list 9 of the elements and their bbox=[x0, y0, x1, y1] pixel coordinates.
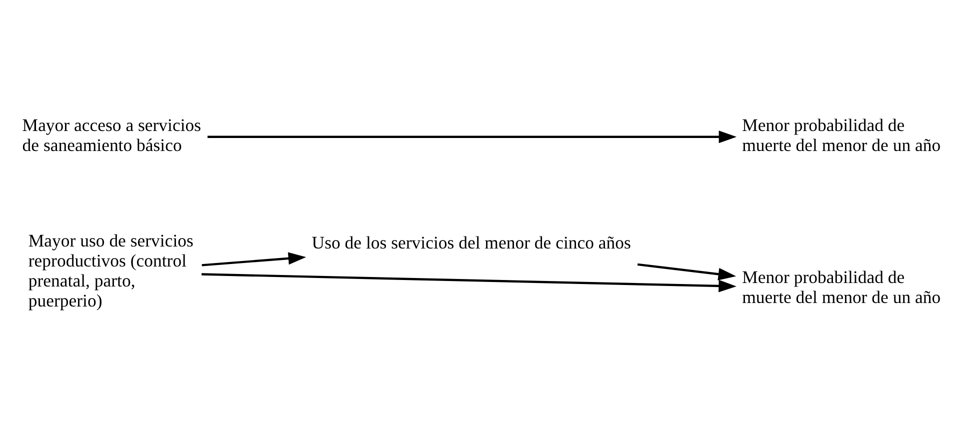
node-text: Uso de los servicios del menor de cinco años bbox=[311, 232, 630, 252]
arrow bbox=[201, 272, 736, 292]
node-text: Mayor uso de servicios reproductivos (control prenatal, parto, puerperio) bbox=[28, 230, 193, 310]
arrow bbox=[636, 262, 736, 280]
node-text: Menor probabilidad de muerte del menor de un año bbox=[742, 266, 940, 307]
arrow bbox=[201, 252, 306, 266]
arrow bbox=[207, 130, 736, 143]
node-text: Menor probabilidad de muerte del menor de un año bbox=[742, 114, 940, 155]
node-text: Mayor acceso a servicios de saneamiento básico bbox=[22, 114, 201, 155]
